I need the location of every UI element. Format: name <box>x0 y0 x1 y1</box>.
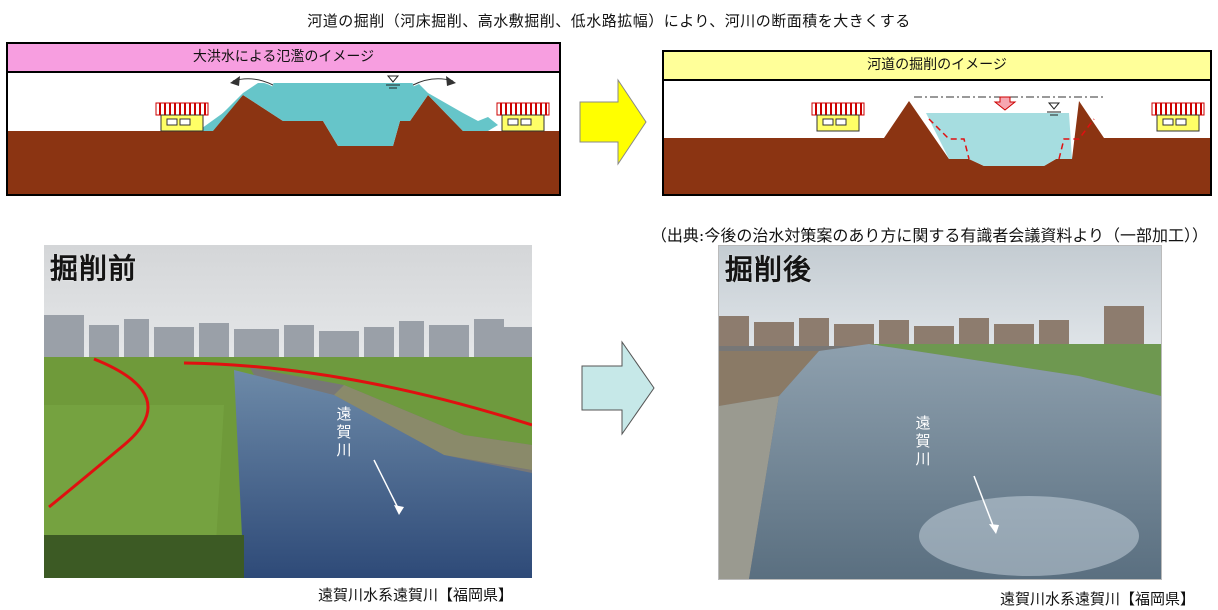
house-left-icon <box>811 102 865 132</box>
cyan-arrow-icon <box>581 340 655 436</box>
house-left-icon <box>155 102 209 132</box>
house-right-icon <box>1151 102 1205 132</box>
before-photo-scene <box>44 245 532 578</box>
river-name-after: 遠 賀 川 <box>915 414 931 468</box>
after-photo-scene <box>719 246 1161 579</box>
excavation-cross-section <box>664 96 1210 194</box>
before-photo-caption: 遠賀川水系遠賀川【福岡県】 <box>318 586 514 604</box>
red-line-right <box>183 361 532 427</box>
excavation-image-panel: 河道の掘削のイメージ <box>662 50 1212 196</box>
red-line-left <box>48 357 150 509</box>
river-name-before: 遠 賀 川 <box>336 405 352 459</box>
embankment-soil <box>8 95 559 194</box>
flood-image-panel: 大洪水による氾濫のイメージ <box>6 42 561 196</box>
after-photo-caption: 遠賀川水系遠賀川【福岡県】 <box>1000 590 1196 608</box>
headline: 河道の掘削（河床掘削、高水敷掘削、低水路拡幅）により、河川の断面積を大きくする <box>307 12 911 30</box>
before-excavation-photo: 掘削前 遠 賀 川 <box>44 245 532 578</box>
water-level-mark <box>386 75 400 89</box>
after-photo-label: 掘削後 <box>725 253 813 286</box>
flow-arrow <box>973 475 995 529</box>
down-arrow-icon <box>993 96 1017 111</box>
flood-panel-title: 大洪水による氾濫のイメージ <box>8 44 559 73</box>
house-right-icon <box>496 102 550 132</box>
excavation-panel-title: 河道の掘削のイメージ <box>664 52 1210 81</box>
after-excavation-photo: 掘削後 遠 賀 川 <box>718 245 1162 580</box>
excavated-soil <box>664 101 1210 194</box>
flood-water <box>198 83 498 146</box>
excavation-line <box>928 118 1095 160</box>
source-note: （出典:今後の治水対策案のあり方に関する有識者会議資料より（一部加工）） <box>650 226 1208 245</box>
before-photo-label: 掘削前 <box>50 252 138 285</box>
flow-arrow <box>373 459 400 511</box>
water-level-mark <box>1047 102 1061 116</box>
yellow-arrow-icon <box>579 78 647 166</box>
excavated-water <box>926 113 1072 166</box>
flood-cross-section <box>8 75 559 194</box>
